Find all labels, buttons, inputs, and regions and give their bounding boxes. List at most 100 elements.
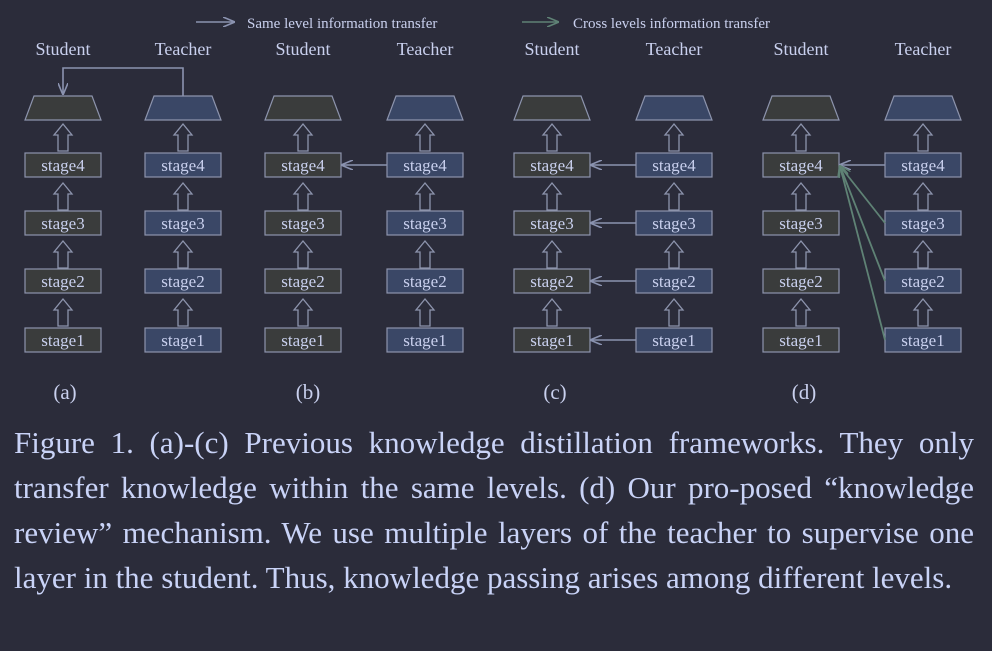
student-stage2-box (513, 268, 591, 294)
student-stage4-label: stage4 (779, 156, 823, 175)
student-stage1-label: stage1 (41, 331, 84, 350)
teacher-flow-arrow-icon (172, 122, 194, 152)
teacher-stage1-label: stage1 (652, 331, 695, 350)
student-flow-arrow-icon (292, 181, 314, 211)
teacher-stage3-label: stage3 (901, 214, 944, 233)
teacher-stage4-label: stage4 (652, 156, 696, 175)
legend-cross-levels-label: Cross levels information transfer (573, 16, 770, 32)
student-stage1-box (24, 327, 102, 353)
teacher-head (144, 95, 222, 121)
student-flow-arrow-icon (541, 122, 563, 152)
student-flow-arrow-icon (541, 181, 563, 211)
student-flow-arrow-icon (292, 122, 314, 152)
legend-same-level-label: Same level information transfer (247, 16, 437, 32)
teacher-head (635, 95, 713, 121)
teacher-flow-arrow-icon (172, 239, 194, 269)
figure-diagram: Same level information transfer Cross le… (24, 16, 962, 404)
teacher-stage3-box (635, 210, 713, 236)
student-stage2-box (264, 268, 342, 294)
teacher-title: Teacher (646, 39, 703, 59)
student-stage3-label: stage3 (41, 214, 84, 233)
teacher-flow-arrow-icon (172, 181, 194, 211)
student-stage2-label: stage2 (779, 272, 822, 291)
panel-a: Studentstage4stage3stage2stage1Teacherst… (24, 39, 222, 404)
student-stage1-box (513, 327, 591, 353)
student-flow-arrow-icon (52, 239, 74, 269)
teacher-flow-arrow-icon (912, 181, 934, 211)
student-flow-arrow-icon (292, 297, 314, 327)
student-stage1-label: stage1 (281, 331, 324, 350)
teacher-flow-arrow-icon (663, 181, 685, 211)
student-flow-arrow-icon (541, 239, 563, 269)
student-stage3-box (513, 210, 591, 236)
teacher-stage3-label: stage3 (161, 214, 204, 233)
cross-arrow-stage1 (840, 166, 886, 341)
teacher-stage4-box (635, 152, 713, 178)
student-stage2-box (24, 268, 102, 294)
teacher-stage1-box (884, 327, 962, 353)
teacher-stage1-label: stage1 (403, 331, 446, 350)
student-stage1-box (264, 327, 342, 353)
teacher-flow-arrow-icon (414, 297, 436, 327)
student-stage2-label: stage2 (281, 272, 324, 291)
teacher-title: Teacher (397, 39, 454, 59)
teacher-stage1-label: stage1 (901, 331, 944, 350)
student-flow-arrow-icon (292, 239, 314, 269)
student-stage2-box (762, 268, 840, 294)
teacher-tower: Teacher stage4 stage3 stage2 stage1 (386, 39, 464, 353)
teacher-stage4-label: stage4 (161, 156, 205, 175)
teacher-stage1-box (635, 327, 713, 353)
student-head (513, 95, 591, 121)
student-flow-arrow-icon (790, 239, 812, 269)
teacher-title: Teacher (895, 39, 952, 59)
panel-label: (c) (543, 380, 566, 404)
teacher-flow-arrow-icon (663, 239, 685, 269)
student-title: Student (524, 39, 579, 59)
student-flow-arrow-icon (790, 297, 812, 327)
student-stage3-box (24, 210, 102, 236)
teacher-flow-arrow-icon (912, 122, 934, 152)
student-stage4-label: stage4 (530, 156, 574, 175)
student-flow-arrow-icon (541, 297, 563, 327)
student-stage1-box (762, 327, 840, 353)
teacher-stage2-box (144, 268, 222, 294)
teacher-head (386, 95, 464, 121)
teacher-stage3-label: stage3 (403, 214, 446, 233)
teacher-title: Teacher (155, 39, 212, 59)
teacher-stage3-label: stage3 (652, 214, 695, 233)
teacher-stage1-box (144, 327, 222, 353)
teacher-stage2-box (884, 268, 962, 294)
legend: Same level information transfer Cross le… (196, 16, 770, 32)
teacher-flow-arrow-icon (414, 239, 436, 269)
student-stage2-label: stage2 (530, 272, 573, 291)
student-stage4-box (24, 152, 102, 178)
teacher-flow-arrow-icon (414, 122, 436, 152)
student-flow-arrow-icon (52, 181, 74, 211)
teacher-stage4-label: stage4 (403, 156, 447, 175)
student-head (24, 95, 102, 121)
teacher-stage3-box (144, 210, 222, 236)
teacher-stage4-label: stage4 (901, 156, 945, 175)
teacher-stage2-label: stage2 (403, 272, 446, 291)
panel-c: Student stage4 stage3 stage2 stage1 Teacher st… (513, 39, 713, 404)
transfer-arrow-output (63, 67, 184, 96)
student-flow-arrow-icon (52, 297, 74, 327)
teacher-stage1-label: stage1 (161, 331, 204, 350)
student-stage1-label: stage1 (779, 331, 822, 350)
teacher-stage4-box (144, 152, 222, 178)
panel-b: Student stage4 stage3 stage2 stage1 Teacher st… (264, 39, 464, 404)
student-stage3-box (264, 210, 342, 236)
teacher-flow-arrow-icon (912, 239, 934, 269)
student-title: Student (275, 39, 330, 59)
teacher-stage3-box (386, 210, 464, 236)
panel-label: (b) (296, 380, 321, 404)
panel-label: (a) (53, 380, 76, 404)
cross-arrow-stage2 (840, 166, 886, 282)
teacher-flow-arrow-icon (414, 181, 436, 211)
student-flow-arrow-icon (52, 122, 74, 152)
